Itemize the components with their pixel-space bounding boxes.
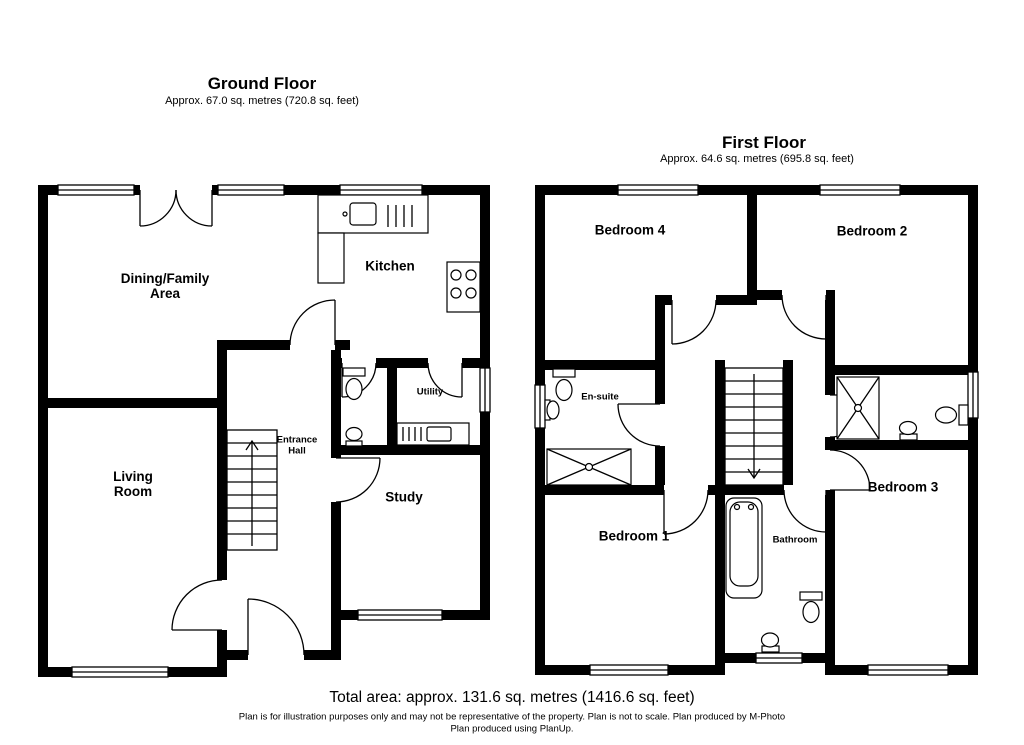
ensuite-toilet [552,368,576,402]
shower-room-shower [836,376,880,440]
dining-window-left [57,184,135,196]
gf-windows [57,184,491,678]
front-door [247,598,305,656]
bathroom-door [783,489,827,533]
first-floor-title: First Floor [721,133,807,152]
bedroom1-door [663,489,709,535]
utility-window [479,367,491,413]
ground-floor-area: Approx. 67.0 sq. metres (720.8 sq. feet) [165,95,359,107]
study-door [335,457,381,503]
bath-tub [725,497,763,599]
ensuite-basin [544,399,560,421]
bedroom3-window [867,664,949,676]
room-label-bedroom2: Bedroom 2 [836,223,908,239]
living-room-door [171,579,223,631]
ensuite-shower [546,448,632,486]
room-label-ensuite: En-suite [581,391,619,403]
ensuite-window [534,384,546,429]
bedroom4-door [671,299,717,345]
room-label-entrance-hall: Entrance Hall [276,434,318,456]
bathroom-window [755,652,803,664]
room-label-kitchen: Kitchen [365,258,415,274]
dining-window-right [217,184,285,196]
room-label-bedroom1: Bedroom 1 [598,528,670,544]
room-label-bedroom3: Bedroom 3 [867,479,939,495]
bedroom1-window [589,664,669,676]
bedroom3-door [829,449,871,491]
bedroom4-window [617,184,699,196]
bathroom-basin [760,632,780,653]
room-label-bedroom4: Bedroom 4 [594,222,666,238]
disclaimer-text: Plan is for illustration purposes only a… [238,711,786,723]
wc-door [341,362,377,398]
ensuite-door [617,403,661,447]
living-room-window [71,666,169,678]
gf-doors [139,189,463,656]
total-area-text: Total area: approx. 131.6 sq. metres (14… [329,689,695,706]
ff-windows [534,184,979,676]
room-label-utility: Utility [416,386,444,398]
shower-room-toilet [934,404,969,426]
bedroom2-door [781,294,827,340]
dining-door [289,299,336,346]
shower-room-window [967,371,979,419]
utility-sink-unit [396,422,470,446]
ff-stairs [724,367,784,486]
kitchen-sink [342,202,413,227]
first-floor-area: Approx. 64.6 sq. metres (695.8 sq. feet) [660,153,854,165]
room-label-living-room: Living Room [113,468,153,499]
wc-basin [345,426,363,447]
ground-floor-title: Ground Floor [207,74,317,93]
bedroom2-window [819,184,901,196]
bathroom-toilet [799,591,823,624]
ff-openings [655,290,835,495]
kitchen-window [339,184,423,196]
patio-double-door [139,189,213,227]
first-floor-plan [534,184,979,676]
shower-room-basin [898,420,918,441]
wc-toilet [342,367,366,401]
room-label-study: Study [385,489,423,505]
room-label-bathroom: Bathroom [772,534,818,546]
room-label-dining: Dining/Family Area [120,270,210,301]
ground-floor-plan [38,184,491,678]
kitchen-hob [446,261,481,313]
planup-text: Plan produced using PlanUp. [450,723,574,735]
gf-stairs [226,429,278,551]
utility-door [427,362,463,398]
study-window [357,609,443,621]
